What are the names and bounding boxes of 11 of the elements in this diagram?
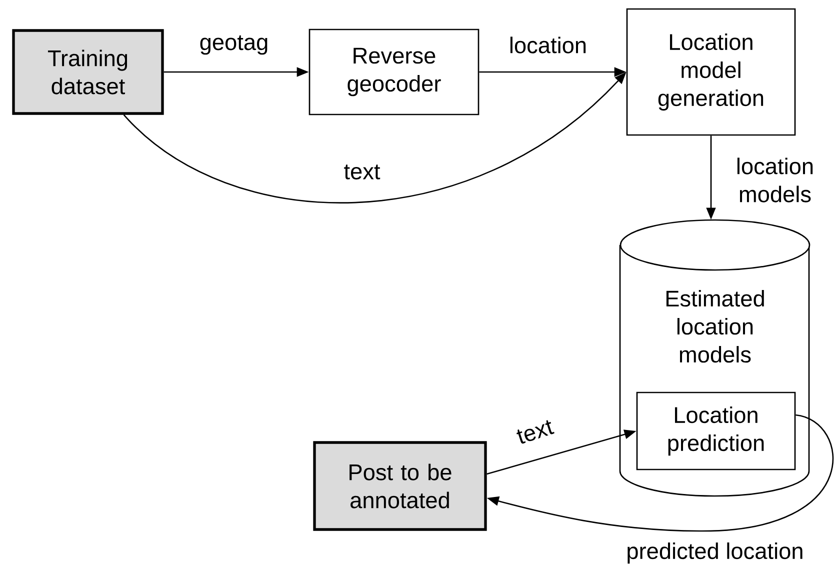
edge-label: predicted location xyxy=(628,542,802,564)
process-box: Location prediction xyxy=(636,392,796,470)
edge-label: text xyxy=(344,164,380,180)
input-box: Training dataset xyxy=(12,29,164,115)
process-box: Location model generation xyxy=(626,8,796,136)
input-box: Post to be annotated xyxy=(313,441,487,531)
edge-label: location xyxy=(510,36,586,54)
edge-label: geotag xyxy=(200,35,268,55)
edge-label: location models xyxy=(737,158,813,202)
process-box: Reverse geocoder xyxy=(308,28,480,116)
edge-label: text xyxy=(516,420,554,444)
